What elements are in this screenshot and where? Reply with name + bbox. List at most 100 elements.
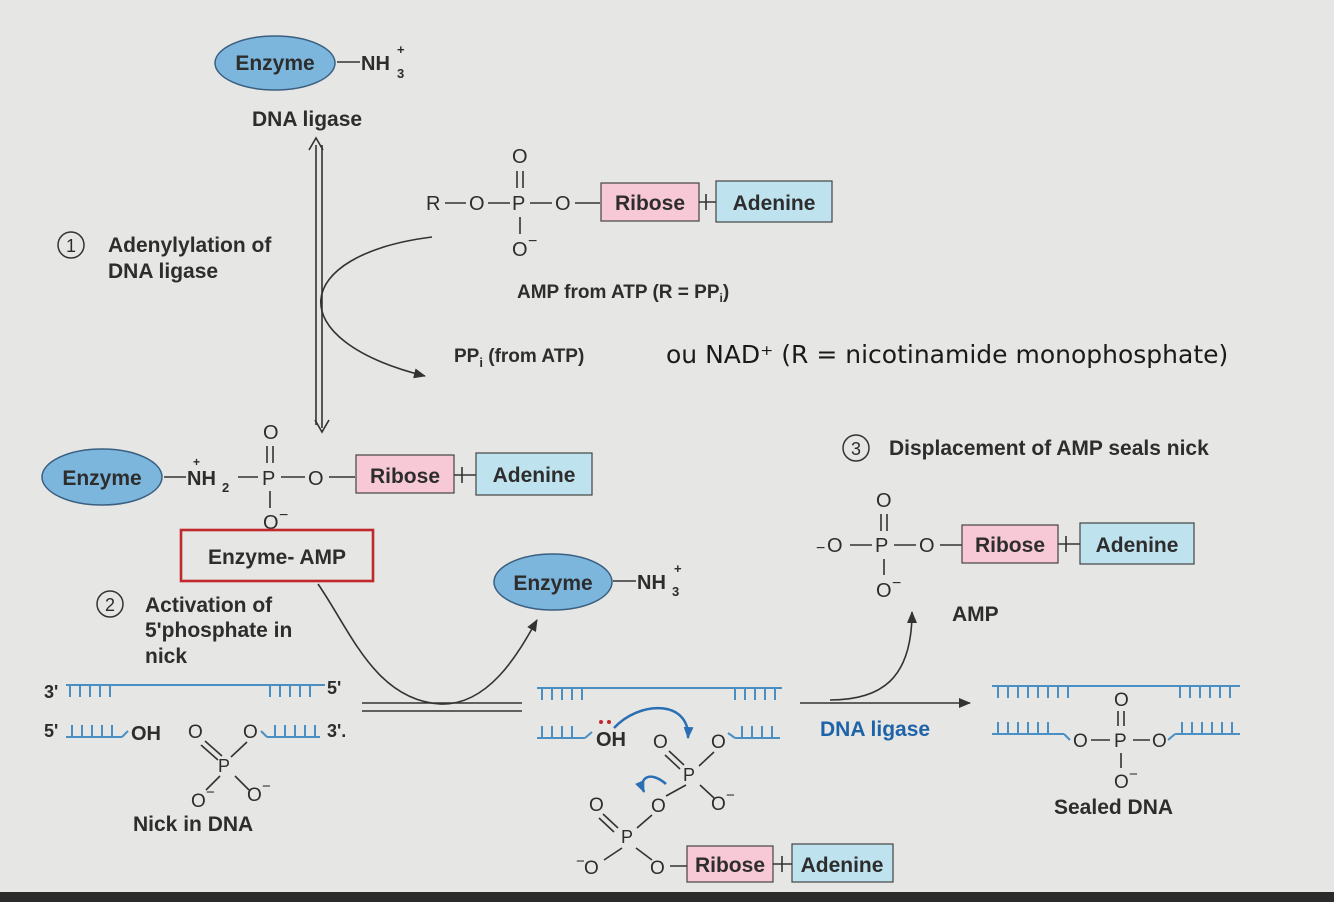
single-bond — [698, 751, 715, 767]
enzyme-amp-structure: Enzyme NH 2 + P O O O − Ribose Adenine — [41, 422, 593, 534]
nh3-superscript: + — [397, 42, 405, 57]
oxygen-label: O — [650, 858, 665, 879]
oxygen-label: O — [308, 468, 324, 490]
enzyme-amp-highlight-box — [179, 528, 375, 583]
minus-sign: − — [892, 575, 901, 592]
double-bond-b — [664, 754, 681, 770]
top-strand-ticks — [69, 685, 311, 697]
r-group-label: R — [426, 193, 440, 215]
ribose-label: Ribose — [370, 465, 440, 488]
adenine-label: Adenine — [733, 192, 816, 215]
oxygen-label: O — [188, 722, 203, 743]
sealed-dna-label: Sealed DNA — [1054, 796, 1173, 819]
bottom-strand-right — [260, 725, 320, 738]
phosphorus-label: P — [1114, 731, 1127, 752]
minus-sign: − — [1129, 766, 1138, 783]
nh3-label: NH — [637, 572, 666, 594]
three-prime-label: 3' — [44, 682, 58, 702]
step-1-line1: Adenylylation of — [108, 234, 272, 257]
ribose-label: Ribose — [615, 192, 685, 215]
dna-ligase-mid-label: DNA ligase — [820, 718, 930, 741]
amp-from-atp-label: AMP from ATP (R = PPi) — [517, 282, 729, 305]
phosphorus-label: P — [512, 193, 525, 215]
minus-sign: − — [262, 778, 271, 795]
top-strand-ticks — [997, 686, 1231, 698]
nick-in-dna-label: Nick in DNA — [133, 813, 253, 836]
adenine-box — [1079, 522, 1195, 565]
enzyme-label: Enzyme — [235, 52, 314, 75]
nh2-subscript: 2 — [222, 480, 229, 495]
oxygen-label: O — [589, 795, 604, 816]
five-prime-label: 5' — [327, 678, 341, 698]
dna-ligase-top-label: DNA ligase — [252, 108, 362, 131]
enzyme-ellipse — [214, 35, 336, 91]
amp-from-atp-structure: R O P O O O − Ribose Adenine — [426, 146, 833, 261]
double-bond-a — [668, 750, 685, 766]
ribose-box — [686, 845, 774, 883]
step-3-number-circle — [842, 434, 870, 462]
step-2: 2 Activation of 5'phosphate in nick — [96, 590, 292, 668]
oxygen-top-label: O — [263, 422, 279, 444]
bottom-strand-right — [727, 726, 780, 739]
nad-note: ou NAD⁺ (R = nicotinamide monophosphate) — [666, 340, 1228, 369]
oh-label: OH — [596, 729, 626, 751]
nucleophilic-attack-arrow — [613, 707, 694, 739]
nh2-label: NH — [187, 468, 216, 490]
step-1-number: 1 — [66, 236, 76, 256]
single-bond — [205, 775, 221, 791]
ribose-box — [600, 182, 700, 222]
enzyme-amp-label: Enzyme- AMP — [208, 546, 346, 569]
enzyme-label: Enzyme — [62, 467, 141, 490]
released-amp-structure: − O P O O O − Ribose Adenine — [816, 490, 1195, 602]
oxygen-label: O — [653, 732, 668, 753]
oxygen-top-label: O — [1114, 690, 1129, 711]
amp-release-arrow — [829, 611, 917, 701]
activation-curved-arrow — [317, 583, 538, 705]
minus-sign: − — [816, 540, 825, 557]
bottom-strand-left — [992, 722, 1071, 741]
minus-sign: − — [576, 853, 585, 870]
top-strand-ticks — [541, 688, 776, 700]
equilibrium-arrow-1 — [362, 702, 522, 712]
oxygen-label: O — [469, 193, 485, 215]
step-1-line2: DNA ligase — [108, 260, 218, 283]
step-3-line1: Displacement of AMP seals nick — [889, 437, 1209, 460]
amp-label: AMP — [952, 603, 999, 626]
nh3-subscript: 3 — [672, 584, 679, 599]
bond-break-arrow — [635, 775, 667, 793]
step-3: 3 Displacement of AMP seals nick — [842, 434, 1209, 462]
adenine-label: Adenine — [801, 854, 884, 877]
single-bond — [636, 814, 653, 829]
oxygen-bottom-label: O — [876, 580, 892, 602]
adenine-box — [475, 452, 593, 496]
oxygen-label: O — [1152, 731, 1167, 752]
oxygen-label: O — [555, 193, 571, 215]
enzyme-ellipse — [41, 448, 163, 506]
oxygen-bridge-label: O — [651, 796, 666, 817]
double-bond-b — [200, 744, 219, 761]
oxygen-minus-label: O — [584, 858, 599, 879]
single-bond — [234, 775, 250, 791]
double-bond-b — [598, 817, 615, 833]
adenine-box — [791, 843, 894, 883]
ppi-label: PPi (from ATP) — [454, 346, 584, 370]
phosphorus-label: P — [683, 765, 695, 785]
phosphorus-label: P — [621, 827, 633, 847]
minus-sign: − — [206, 784, 215, 801]
bottom-strand-left — [66, 725, 129, 738]
oxygen-bottom-label: O — [263, 512, 279, 534]
single-bond — [230, 741, 248, 758]
nh3-superscript: + — [674, 561, 682, 576]
adenine-label: Adenine — [493, 464, 576, 487]
enzyme-nh3-middle: Enzyme NH 3 + — [493, 553, 682, 611]
minus-sign: − — [279, 507, 288, 524]
oxygen-label: O — [1073, 731, 1088, 752]
oxygen-top-label: O — [876, 490, 892, 512]
sealed-dna: O P O O O − Sealed DNA — [992, 685, 1240, 819]
oxygen-label: O — [711, 732, 726, 753]
phosphorus-label: P — [218, 756, 230, 776]
activated-nick: OH O O P O O − O P − O O — [537, 687, 894, 883]
nh3-subscript: 3 — [397, 66, 404, 81]
lone-pair-dot — [599, 720, 603, 724]
